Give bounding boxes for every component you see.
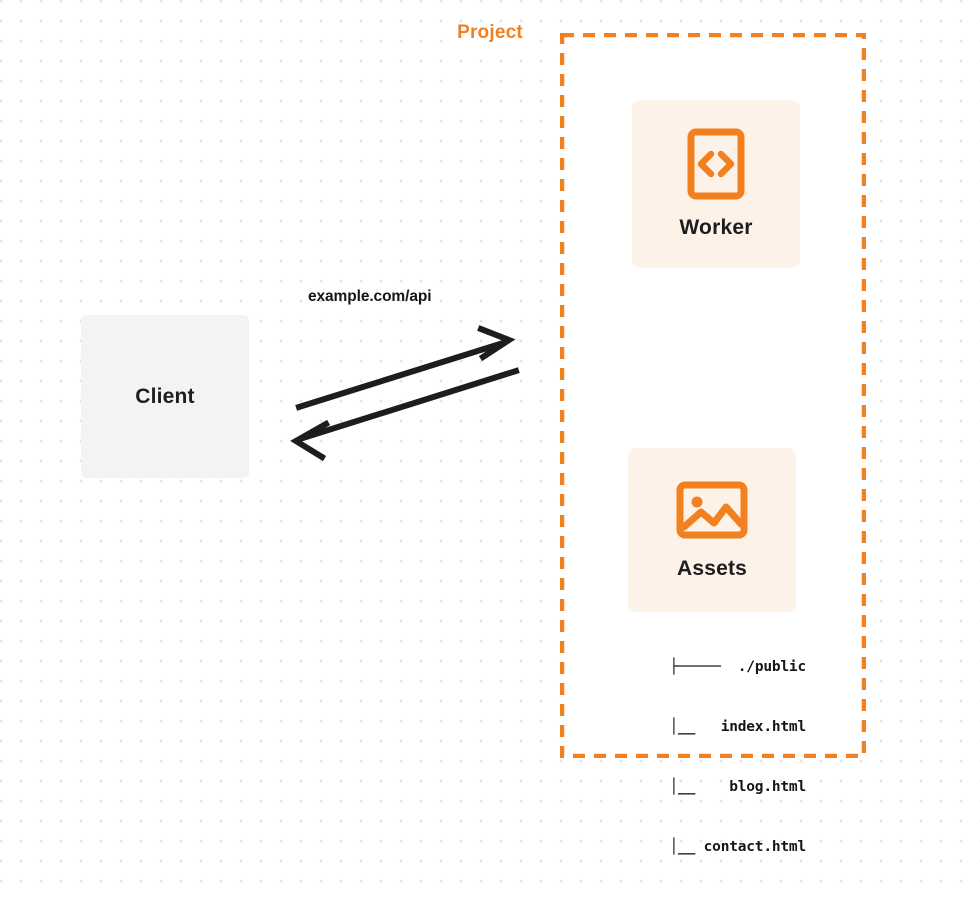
node-client[interactable]: Client <box>81 315 249 478</box>
file-tree-item: │__ blog.html <box>643 779 807 795</box>
response-arrow-head <box>290 419 331 462</box>
response-arrow-line <box>299 367 520 442</box>
request-arrow-line <box>295 339 507 411</box>
code-brackets-icon <box>687 128 745 200</box>
diagram-canvas: Client example.com/api Project Worker <box>81 22 866 855</box>
card-worker[interactable]: Worker <box>632 100 800 268</box>
assets-file-tree: ├───── ./public │__ index.html │__ blog.… <box>606 617 807 897</box>
node-client-label: Client <box>135 384 195 408</box>
request-arrow-head <box>477 325 516 362</box>
card-assets-label: Assets <box>676 557 748 580</box>
file-tree-item: │__ index.html <box>643 719 807 735</box>
file-tree-item: │__ contact.html <box>643 839 807 855</box>
file-tree-root: ├───── ./public <box>669 659 807 675</box>
card-worker-label: Worker <box>679 216 753 239</box>
card-assets[interactable]: Assets <box>628 448 796 612</box>
image-icon <box>676 481 748 539</box>
connection-label: example.com/api <box>308 288 432 305</box>
project-title: Project <box>450 22 530 44</box>
